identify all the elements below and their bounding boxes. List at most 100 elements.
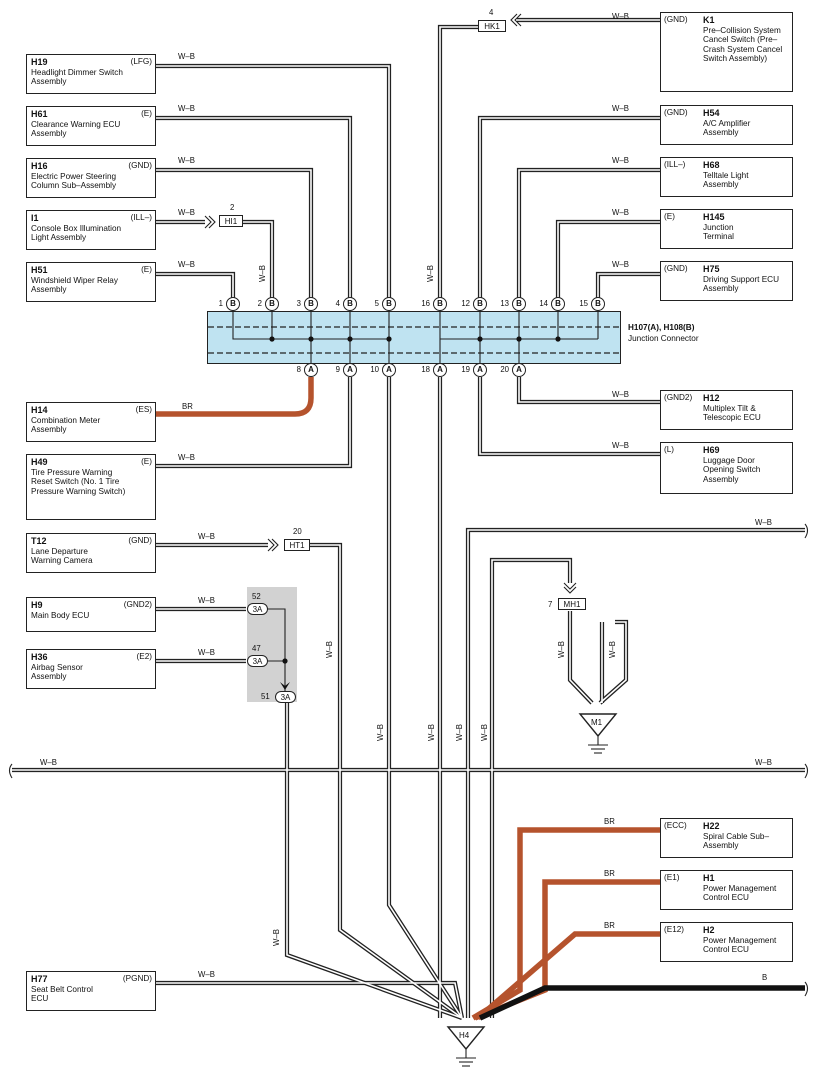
wire-label-h145: W–B [612,208,629,217]
pin-top-13-number: 13 [500,299,509,308]
component-h19: H19 Headlight Dimmer Switch Assembly (LF… [26,54,156,94]
pin-top-1-circle: B [226,297,240,311]
component-code: H145 [703,212,725,222]
inline-connector-mh1: MH1 [558,598,586,610]
component-name: Pre–Collision System Cancel Switch (Pre–… [703,26,783,63]
vwire-label-long1: W–B [376,724,385,741]
component-name: Tire Pressure Warning Reset Switch (No. … [31,468,126,496]
wire-label-h36: W–B [198,648,215,657]
pin-top-2-circle: B [265,297,279,311]
component-h49: H49 Tire Pressure Warning Reset Switch (… [26,454,156,520]
ground-h4 [446,1026,486,1067]
junction-3a-pin-51: 3A [275,691,296,703]
vwire-label-hk1: W–B [426,265,435,282]
pin-top-16-number: 16 [421,299,430,308]
pin-top-5-number: 5 [374,299,379,308]
pin-bottom-18-circle: A [433,363,447,377]
pin-top-14-circle: B [551,297,565,311]
terminal-label: (GND2) [664,393,693,402]
vwire-label-long4: W–B [480,724,489,741]
component-code: H9 [31,600,43,610]
component-h22: (ECC) H22 Spiral Cable Sub–Assembly [660,818,793,858]
component-code: H36 [31,652,48,662]
component-code: K1 [703,15,715,25]
pin-bottom-18-number: 18 [421,365,430,374]
wire-label-h54: W–B [612,104,629,113]
pin-top-5-circle: B [382,297,396,311]
wire-label-h19: W–B [178,52,195,61]
brown-wire-h2 [476,931,660,1021]
component-name: Headlight Dimmer Switch Assembly [31,68,123,87]
wire-label-h69: W–B [612,441,629,450]
component-h69: (L) H69 Luggage Door Opening Switch Asse… [660,442,793,494]
pin-top-15-number: 15 [579,299,588,308]
inline-connector-ht1: HT1 [284,539,310,551]
wire-label-h51: W–B [178,260,195,269]
component-h145: (E) H145 Junction Terminal [660,209,793,249]
pin-top-1-number: 1 [218,299,223,308]
vwire-label-mh1-a: W–B [557,641,566,658]
wire-label-t12: W–B [198,532,215,541]
pin-bottom-19-circle: A [473,363,487,377]
component-code: H69 [703,445,720,455]
wire-label-h12: W–B [612,390,629,399]
component-code: H77 [31,974,48,984]
component-code: T12 [31,536,47,546]
inline-connector-mh1-pin: 7 [548,600,553,609]
component-code: H14 [31,405,48,415]
component-k1: (GND) K1 Pre–Collision System Cancel Swi… [660,12,793,92]
wire-label-h14: BR [182,402,193,411]
pin-top-3-circle: B [304,297,318,311]
pin-bottom-10-number: 10 [370,365,379,374]
component-h61: H61 Clearance Warning ECU Assembly (E) [26,106,156,146]
vwire-label-long2: W–B [427,724,436,741]
wire-label-h49: W–B [178,453,195,462]
pin-top-12-number: 12 [461,299,470,308]
pin-top-4-number: 4 [335,299,340,308]
pin-top-13-circle: B [512,297,526,311]
ground-m1 [578,713,618,754]
component-code: H16 [31,161,48,171]
vwire-label-long3: W–B [455,724,464,741]
component-name: Driving Support ECU Assembly [703,275,779,294]
component-h14: H14 Combination Meter Assembly (ES) [26,402,156,442]
junction-3a-pin-47: 3A [247,655,268,667]
component-h12: (GND2) H12 Multiplex Tilt & Telescopic E… [660,390,793,430]
terminal-label: (ECC) [664,821,687,830]
pin-bottom-8-number: 8 [296,365,301,374]
wire-label-i1: W–B [178,208,195,217]
component-name: Clearance Warning ECU Assembly [31,120,121,139]
component-name: Spiral Cable Sub–Assembly [703,832,769,851]
pin-bottom-10-circle: A [382,363,396,377]
component-name: Lane Departure Warning Camera [31,547,93,566]
wire-label-h68: W–B [612,156,629,165]
component-name: Console Box Illumination Light Assembly [31,224,122,243]
component-code: H75 [703,264,720,274]
pin-bottom-9-circle: A [343,363,357,377]
wire-label-k1: W–B [612,12,629,21]
component-code: H54 [703,108,720,118]
connector-subtitle: Junction Connector [628,334,699,343]
junction-connector [207,311,621,364]
pin-top-4-circle: B [343,297,357,311]
component-h2: (E12) H2 Power Management Control ECU [660,922,793,962]
component-h9: H9 Main Body ECU (GND2) [26,597,156,632]
terminal-label: (E2) [136,652,152,661]
component-code: H68 [703,160,720,170]
wire-label-h1: BR [604,869,615,878]
component-name: A/C Amplifier Assembly [703,119,751,138]
vwire-label-hi1: W–B [258,265,267,282]
terminal-label: (E) [141,265,152,274]
component-h77: H77 Seat Belt Control ECU (PGND) [26,971,156,1011]
inline-connector-hi1-pin: 2 [230,203,235,212]
component-h16: H16 Electric Power Steering Column Sub–A… [26,158,156,198]
wire-label-black: B [762,973,768,982]
component-name: Luggage Door Opening Switch Assembly [703,456,761,484]
terminal-label: (GND) [664,264,688,273]
terminal-label: (L) [664,445,675,454]
component-code: H22 [703,821,720,831]
connector-title: H107(A), H108(B) [628,323,695,332]
terminal-label: (GND2) [123,600,152,609]
component-h1: (E1) H1 Power Management Control ECU [660,870,793,910]
